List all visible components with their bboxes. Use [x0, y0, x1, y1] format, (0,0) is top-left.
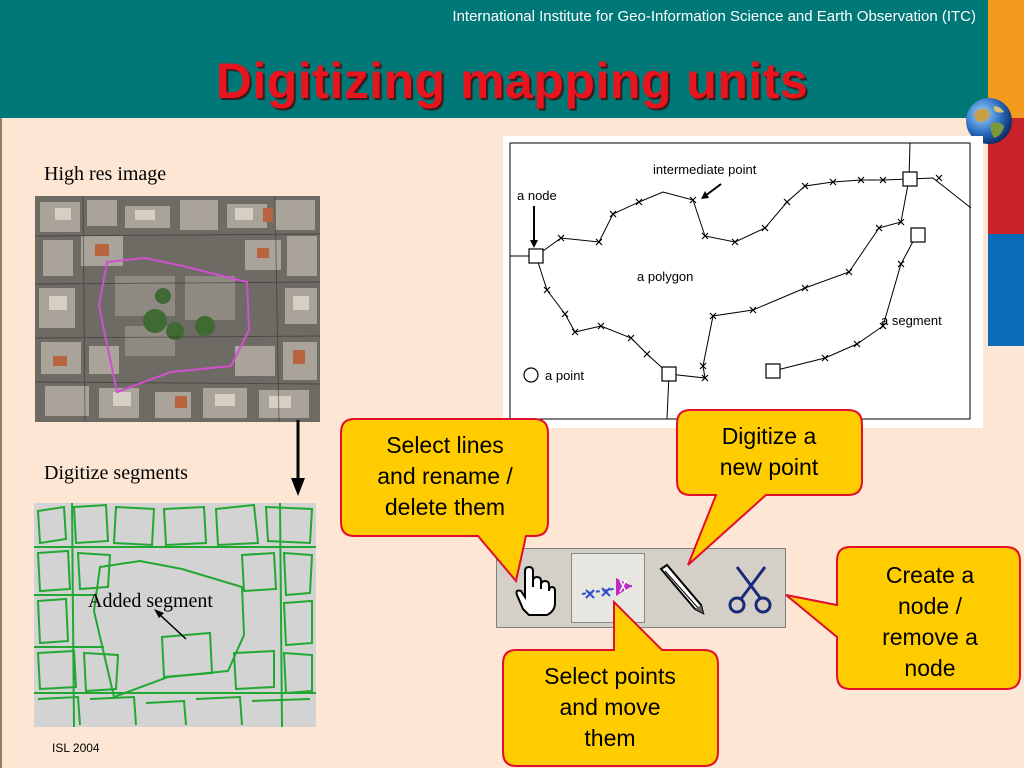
intermediate-point-label: intermediate point: [653, 162, 757, 177]
digitizing-diagram: intermediate point a node a polygon a se…: [503, 136, 983, 428]
digitize-segments-label: Digitize segments: [44, 462, 188, 484]
move-point-icon: [581, 578, 633, 599]
a-node-label: a node: [517, 188, 557, 203]
move-point-button[interactable]: [571, 553, 645, 623]
callout-select-points: [502, 600, 719, 767]
stripe-orange: [988, 0, 1024, 118]
high-res-image-label: High res image: [44, 163, 167, 185]
callout-select-lines: [340, 418, 549, 584]
institute-name: International Institute for Geo-Informat…: [452, 8, 976, 25]
digitized-segments-map: [34, 503, 316, 727]
toolbar: [496, 548, 786, 628]
added-segment-label: Added segment: [88, 590, 213, 612]
high-res-image: [35, 196, 320, 422]
header-bar: [0, 0, 988, 118]
callout-create-node: [785, 546, 1021, 690]
stripe-blue: [988, 234, 1024, 346]
down-arrow: [291, 420, 305, 496]
scissors-icon[interactable]: [725, 559, 777, 617]
callout-digitize-point: [676, 409, 863, 566]
hand-select-icon[interactable]: [509, 559, 557, 619]
a-segment-label: a segment: [881, 313, 942, 328]
content-area: [0, 118, 1024, 768]
footer-text: ISL 2004: [52, 741, 100, 755]
a-point-label: a point: [545, 368, 584, 383]
globe-icon: [966, 98, 1012, 144]
a-polygon-label: a polygon: [637, 269, 693, 284]
slide-title: Digitizing mapping units: [215, 53, 809, 109]
pencil-icon[interactable]: [655, 561, 707, 617]
